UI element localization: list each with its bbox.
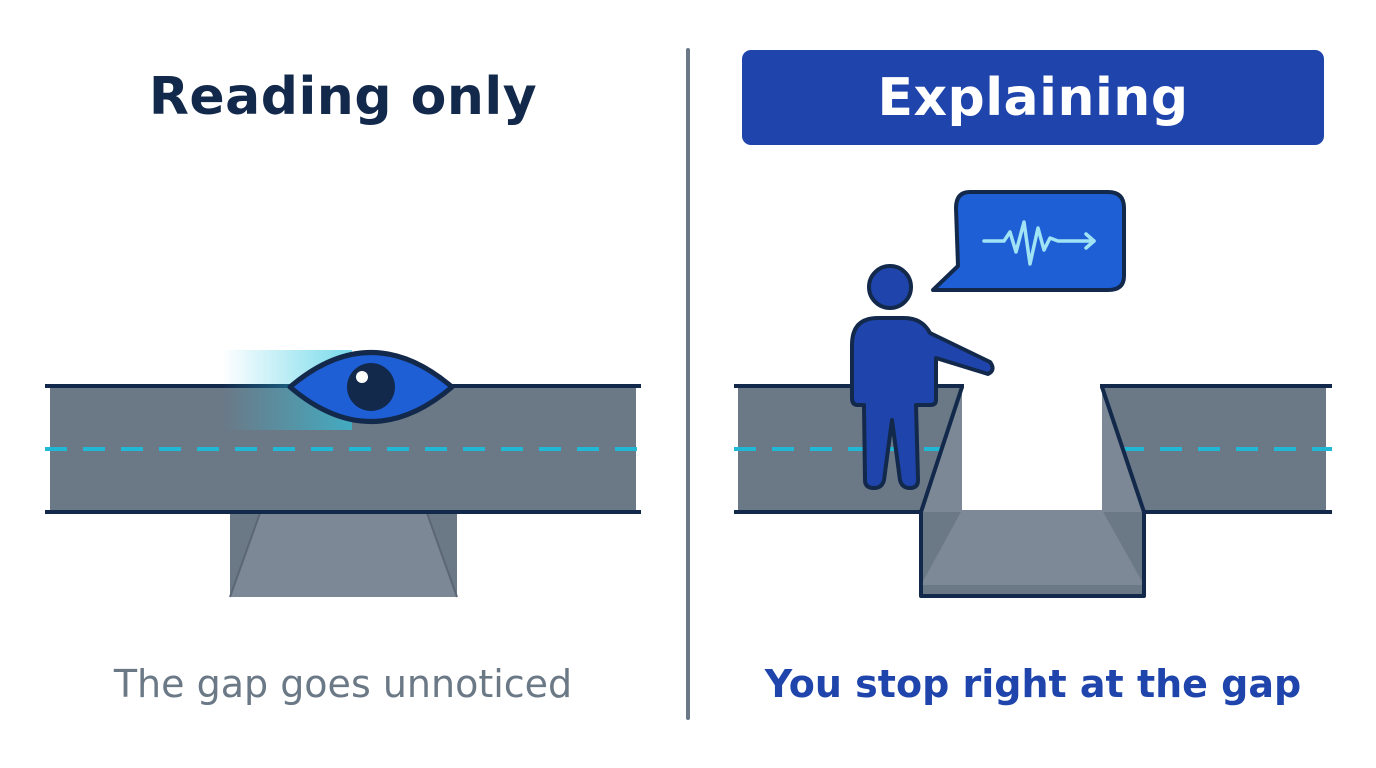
explaining-caption: You stop right at the gap [764, 662, 1302, 706]
reading-only-panel: Reading only The [0, 0, 686, 768]
reading-only-title: Reading only [148, 67, 538, 127]
reading-only-illustration [45, 350, 641, 598]
road-gap [919, 386, 1146, 598]
panel-divider [686, 48, 690, 720]
gap-support-block [229, 512, 458, 598]
reading-only-caption: The gap goes unnoticed [113, 662, 573, 706]
explaining-title-box: Explaining [742, 50, 1324, 145]
waveform-icon [982, 220, 1096, 266]
eye-icon [222, 350, 455, 430]
person-icon [850, 264, 995, 490]
speech-bubble-icon [931, 190, 1126, 292]
explaining-illustration [734, 190, 1332, 598]
explaining-panel: Explaining [690, 0, 1376, 768]
road-right-piece [1100, 384, 1332, 514]
explaining-title: Explaining [877, 67, 1189, 128]
